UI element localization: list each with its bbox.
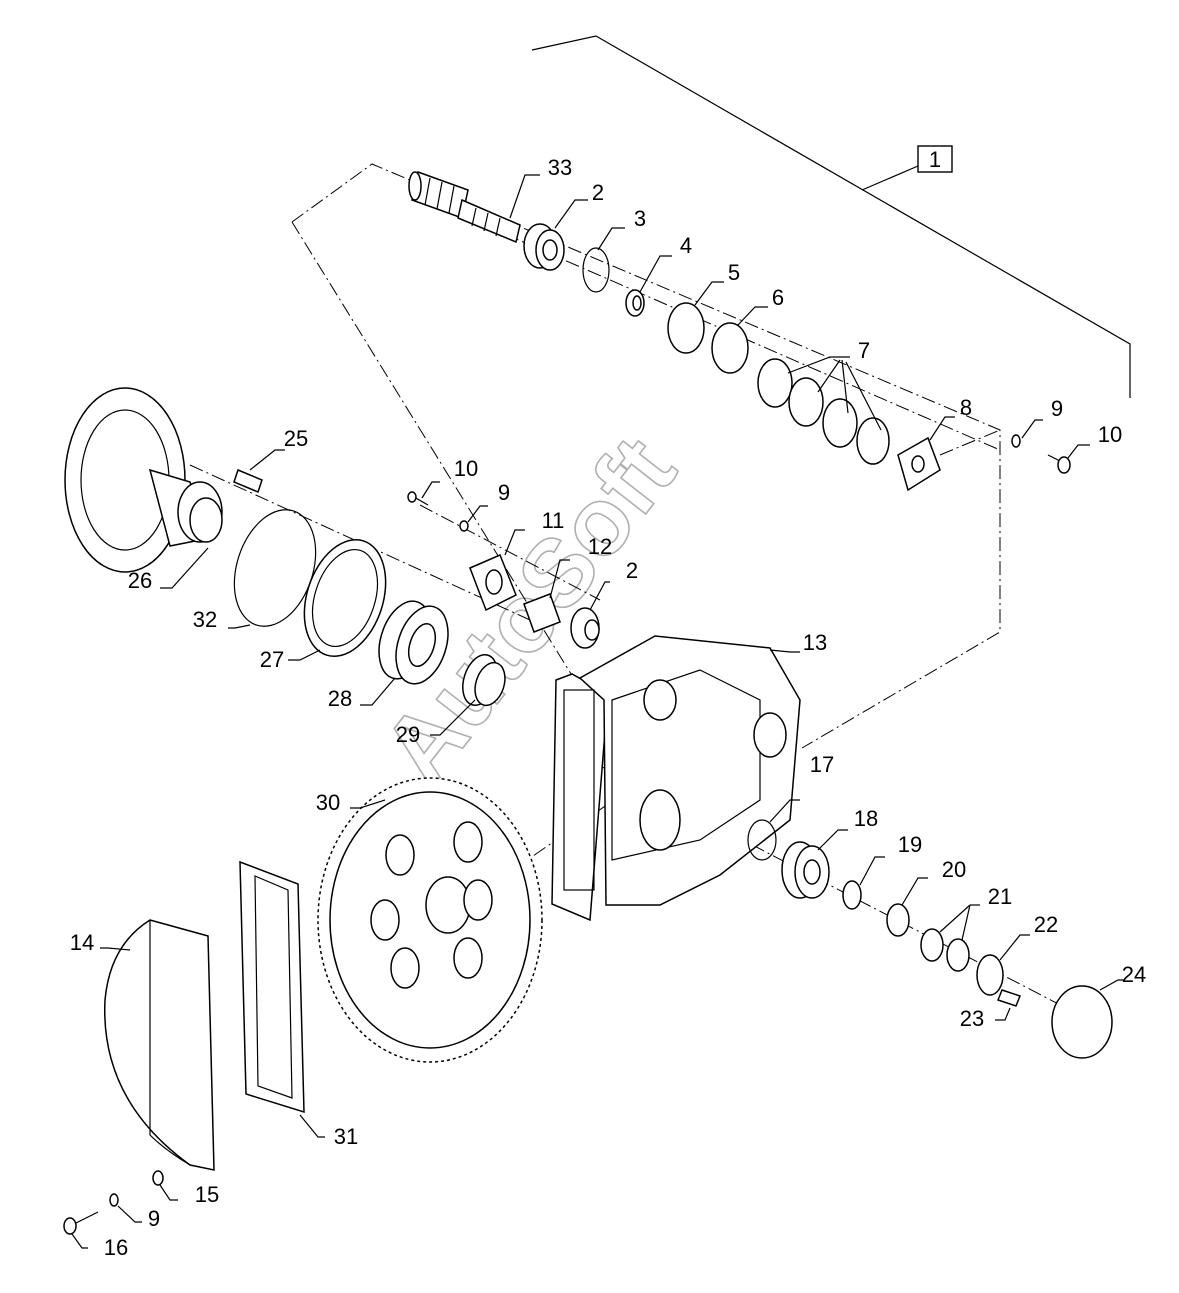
washer-upper	[1011, 434, 1021, 448]
bearing-plate	[469, 554, 517, 612]
bearing-large	[378, 600, 449, 685]
oil-seal	[303, 538, 387, 658]
sleeve	[462, 654, 506, 707]
retaining-ring	[747, 819, 777, 861]
callout-30: 30	[316, 790, 340, 815]
callout-11: 11	[542, 508, 565, 533]
callout-9-upper: 9	[1051, 396, 1063, 421]
callout-15: 15	[195, 1182, 219, 1207]
callout-32: 32	[193, 607, 217, 632]
callout-19: 19	[898, 832, 922, 857]
callout-26: 26	[128, 568, 152, 593]
cover-gasket	[239, 860, 305, 1114]
bolt-upper	[1047, 454, 1071, 474]
callout-6: 6	[772, 285, 784, 310]
shim-21b	[946, 938, 970, 972]
callout-28: 28	[328, 686, 352, 711]
callout-numbers: 33 2 3 4 5 6 7 8 9 10 25 26 32 27 28 10 …	[70, 155, 1146, 1260]
callout-13: 13	[803, 630, 827, 655]
end-cap	[1051, 985, 1113, 1059]
gear-housing	[551, 635, 801, 922]
output-flange	[64, 387, 223, 573]
callout-22: 22	[1034, 912, 1058, 937]
callout-2-upper: 2	[592, 180, 604, 205]
callout-10-upper: 10	[1098, 422, 1122, 447]
cover-bolt	[63, 1211, 99, 1235]
callout-12: 12	[588, 534, 612, 559]
shim-19	[842, 880, 862, 910]
bolt-mid	[407, 491, 429, 506]
callout-25: 25	[284, 426, 308, 451]
callout-4: 4	[680, 233, 692, 258]
washer-lower	[109, 1193, 119, 1207]
callout-33: 33	[548, 155, 572, 180]
bushing	[625, 289, 645, 317]
callout-29: 29	[396, 722, 420, 747]
callout-9-mid: 9	[498, 480, 510, 505]
side-cover	[104, 919, 215, 1171]
cover-plate	[897, 436, 941, 492]
callout-16: 16	[104, 1235, 128, 1260]
bearing-mid	[570, 607, 600, 649]
callout-23: 23	[960, 1006, 984, 1031]
bearing-upper	[523, 223, 565, 271]
callout-9-lower: 9	[148, 1206, 160, 1231]
shim-21a	[920, 928, 944, 962]
callout-24: 24	[1122, 962, 1146, 987]
callout-31: 31	[334, 1124, 358, 1149]
leader-lines	[71, 174, 1125, 1249]
washer-mid	[459, 520, 469, 532]
callout-27: 27	[260, 647, 284, 672]
assembly-bracket: 1	[531, 35, 1131, 398]
assembly-label: 1	[929, 147, 941, 172]
pinion-shaft	[408, 171, 521, 244]
drive-gear	[317, 777, 543, 1063]
callout-14: 14	[70, 930, 94, 955]
callout-10-mid: 10	[454, 456, 478, 481]
plate-gasket	[523, 593, 561, 633]
callout-21: 21	[988, 884, 1012, 909]
washer-cover	[152, 1170, 164, 1186]
callout-20: 20	[942, 857, 966, 882]
shims	[667, 302, 890, 465]
callout-7: 7	[858, 338, 870, 363]
callout-18: 18	[854, 806, 878, 831]
callout-8: 8	[960, 395, 972, 420]
flange-bolt	[233, 468, 263, 494]
snap-ring	[582, 247, 610, 293]
callout-3: 3	[634, 206, 646, 231]
end-plate	[976, 954, 1004, 996]
callout-17: 17	[810, 752, 834, 777]
callout-2-mid: 2	[626, 558, 638, 583]
callout-5: 5	[728, 260, 740, 285]
shim-20	[886, 903, 910, 937]
end-bolt	[997, 989, 1021, 1007]
bearing-right	[781, 841, 830, 899]
